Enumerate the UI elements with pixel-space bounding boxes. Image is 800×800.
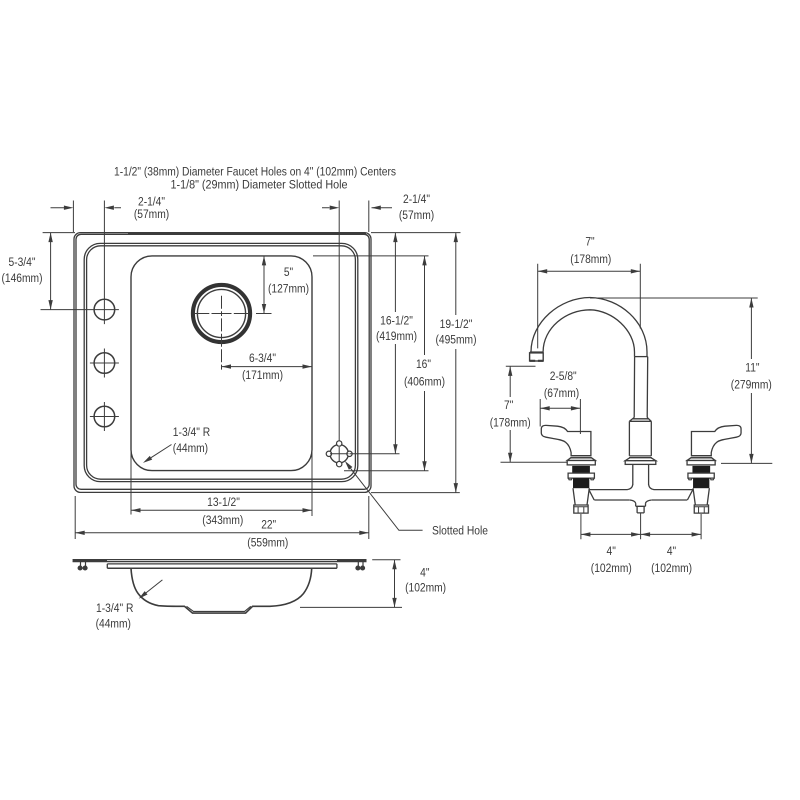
svg-text:11": 11" — [745, 360, 759, 374]
svg-text:1-3/4" R: 1-3/4" R — [173, 425, 211, 439]
svg-text:5": 5" — [284, 265, 293, 279]
svg-text:(67mm): (67mm) — [544, 386, 579, 400]
svg-text:(559mm): (559mm) — [247, 536, 288, 550]
svg-text:16": 16" — [416, 357, 431, 371]
svg-text:1-1/2" (38mm) Diameter Faucet: 1-1/2" (38mm) Diameter Faucet Holes on 4… — [114, 164, 396, 178]
svg-text:1-3/4" R: 1-3/4" R — [96, 601, 134, 615]
svg-text:19-1/2": 19-1/2" — [440, 317, 473, 331]
svg-text:16-1/2": 16-1/2" — [380, 314, 413, 328]
svg-text:2-1/4": 2-1/4" — [138, 195, 165, 209]
svg-text:(102mm): (102mm) — [405, 581, 446, 595]
svg-text:22": 22" — [261, 518, 276, 532]
svg-text:6-3/4": 6-3/4" — [249, 351, 276, 365]
svg-text:4": 4" — [420, 565, 429, 579]
svg-text:(171mm): (171mm) — [242, 368, 283, 382]
svg-text:(343mm): (343mm) — [202, 513, 243, 527]
svg-text:Slotted Hole: Slotted Hole — [432, 523, 488, 537]
svg-text:(419mm): (419mm) — [376, 329, 417, 343]
svg-text:(44mm): (44mm) — [96, 616, 131, 630]
svg-text:5-3/4": 5-3/4" — [9, 255, 36, 269]
svg-text:(178mm): (178mm) — [570, 252, 611, 266]
svg-text:(57mm): (57mm) — [134, 207, 169, 221]
svg-text:(102mm): (102mm) — [651, 561, 692, 575]
svg-text:(57mm): (57mm) — [399, 208, 434, 222]
svg-text:(406mm): (406mm) — [404, 375, 445, 389]
svg-text:(279mm): (279mm) — [731, 378, 772, 392]
svg-text:(146mm): (146mm) — [2, 271, 43, 285]
svg-text:2-1/4": 2-1/4" — [403, 192, 430, 206]
svg-text:1-1/8" (29mm) Diameter Slotted: 1-1/8" (29mm) Diameter Slotted Hole — [171, 177, 348, 191]
svg-text:(127mm): (127mm) — [268, 281, 309, 295]
svg-text:(495mm): (495mm) — [436, 332, 477, 346]
svg-text:(102mm): (102mm) — [591, 561, 632, 575]
svg-text:4": 4" — [607, 544, 616, 558]
svg-text:13-1/2": 13-1/2" — [207, 495, 240, 509]
svg-text:(44mm): (44mm) — [173, 441, 208, 455]
svg-text:7": 7" — [504, 398, 513, 412]
svg-text:(178mm): (178mm) — [490, 416, 531, 430]
svg-text:7": 7" — [585, 234, 594, 248]
svg-text:2-5/8": 2-5/8" — [550, 369, 577, 383]
svg-text:4": 4" — [667, 544, 676, 558]
